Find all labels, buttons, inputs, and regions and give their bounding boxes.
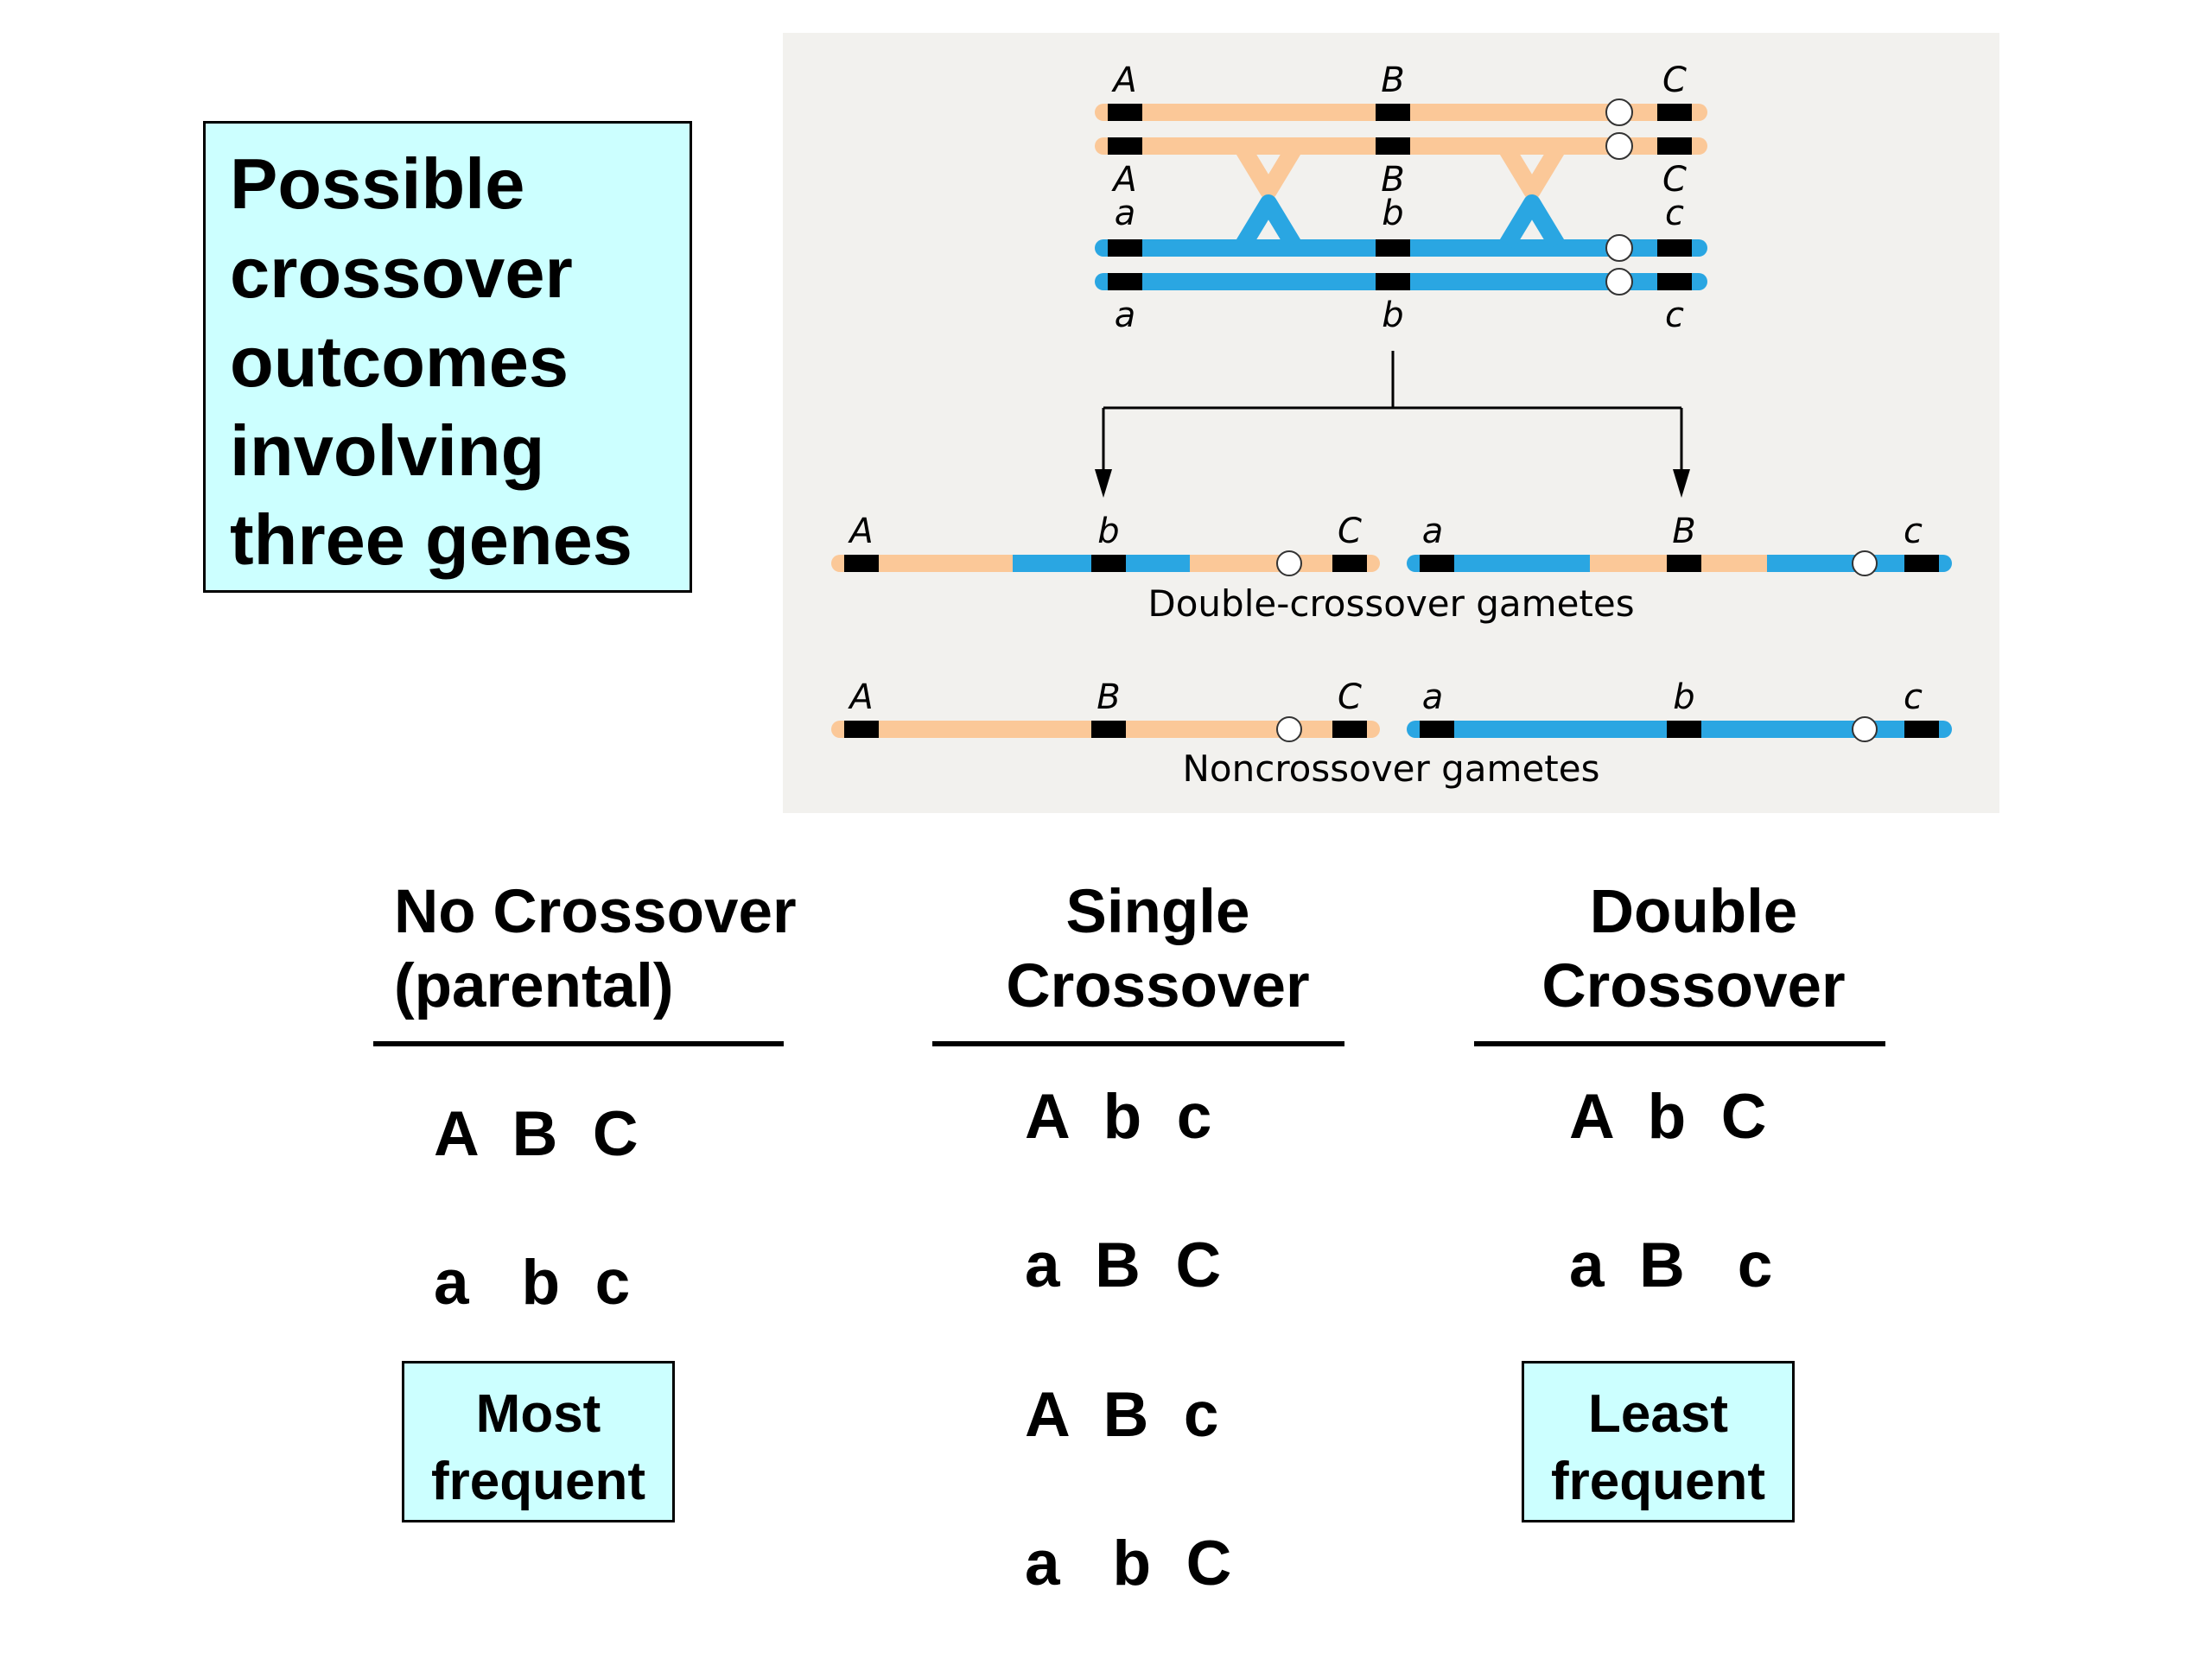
- most-frequent-box: Most frequent: [402, 1361, 675, 1522]
- genotype-row: a b C: [1025, 1529, 1232, 1599]
- gene-label: A: [847, 677, 873, 717]
- gene-label: A: [1110, 60, 1136, 100]
- gene-label: c: [1904, 512, 1923, 551]
- title-line: three genes: [230, 499, 632, 580]
- chiasma-1-orange: [1236, 144, 1301, 200]
- genotype-row: A b c: [1025, 1082, 1212, 1152]
- chiasma-2-blue: [1499, 194, 1565, 250]
- gene-label: B: [1672, 512, 1695, 551]
- arrow-head: [1095, 469, 1112, 498]
- gene-label: B: [1096, 677, 1120, 717]
- gene-label: a: [1422, 677, 1444, 717]
- gene-marker: [1091, 555, 1126, 572]
- genotype-row: a B C: [1025, 1230, 1222, 1300]
- title-line: outcomes: [230, 321, 569, 402]
- gene-marker: [1657, 239, 1692, 257]
- gene-marker: [1108, 273, 1142, 290]
- crossover-diagram: A B C A B C a b c a b c A b C a: [783, 33, 1999, 813]
- figure-background: [783, 33, 1999, 813]
- gene-label: b: [1382, 194, 1403, 233]
- gene-marker: [1667, 721, 1701, 738]
- divider-line: [373, 1041, 784, 1046]
- single-crossover-heading: Single Crossover: [1006, 878, 1310, 1020]
- gene-marker: [1376, 273, 1410, 290]
- centromere: [1605, 268, 1633, 296]
- divider-line: [932, 1041, 1344, 1046]
- centromere: [1852, 716, 1878, 742]
- noncrossover-caption: Noncrossover gametes: [1183, 747, 1600, 790]
- gene-label: a: [1422, 512, 1444, 551]
- gene-marker: [1376, 239, 1410, 257]
- gene-label: c: [1904, 677, 1923, 717]
- genotype-row: A B c: [1025, 1380, 1219, 1450]
- centromere: [1605, 234, 1633, 262]
- gene-label: C: [1338, 677, 1362, 717]
- chiasma-2-orange: [1499, 144, 1565, 200]
- gene-marker: [1904, 721, 1939, 738]
- gene-marker: [1108, 104, 1142, 121]
- gene-marker: [844, 555, 879, 572]
- title-box: Possible crossover outcomes involving th…: [203, 121, 692, 593]
- gene-marker: [1904, 555, 1939, 572]
- double-crossover-gametes: A b C a B c Double-crossover gametes: [831, 512, 1952, 625]
- title-line: involving: [230, 410, 545, 491]
- gene-marker: [1332, 721, 1367, 738]
- gene-label: a: [1115, 194, 1136, 233]
- gene-marker: [1108, 239, 1142, 257]
- double-crossover-heading: Double Crossover: [1541, 878, 1846, 1020]
- divider-line: [1474, 1041, 1885, 1046]
- centromere: [1605, 132, 1633, 160]
- gene-marker: [1376, 104, 1410, 121]
- title-line: crossover: [230, 232, 573, 313]
- gene-label: A: [847, 512, 873, 551]
- double-crossover-caption: Double-crossover gametes: [1147, 582, 1634, 625]
- gene-label: b: [1097, 512, 1119, 551]
- gene-marker: [1332, 555, 1367, 572]
- gene-marker: [1667, 555, 1701, 572]
- genotype-row: A B C: [434, 1099, 639, 1169]
- gene-marker: [1108, 137, 1142, 155]
- gene-label: A: [1110, 160, 1136, 200]
- genotype-row: a b c: [434, 1248, 631, 1318]
- gene-label: b: [1673, 677, 1694, 717]
- centromere: [1852, 550, 1878, 576]
- tetrad: A B C A B C a b c a b c: [1095, 60, 1707, 335]
- noncrossover-gametes: A B C a b c Noncrossover gametes: [831, 677, 1952, 790]
- arrow-connector: [1102, 351, 1683, 469]
- gene-marker: [1091, 721, 1126, 738]
- gene-marker: [1657, 137, 1692, 155]
- centromere: [1276, 716, 1302, 742]
- gene-label: B: [1381, 60, 1404, 100]
- gene-label: C: [1662, 60, 1687, 100]
- gene-label: c: [1665, 194, 1684, 233]
- gene-label: c: [1665, 296, 1684, 335]
- genotype-row: A b C: [1569, 1082, 1767, 1152]
- centromere: [1276, 550, 1302, 576]
- gene-marker: [1657, 273, 1692, 290]
- chiasma-1-blue: [1236, 194, 1301, 250]
- no-crossover-heading: No Crossover (parental): [394, 878, 797, 1020]
- gene-label: b: [1382, 296, 1403, 335]
- least-frequent-box: Least frequent: [1522, 1361, 1795, 1522]
- gene-label: C: [1662, 160, 1687, 200]
- gene-marker: [844, 721, 879, 738]
- gene-marker: [1420, 721, 1454, 738]
- gene-marker: [1376, 137, 1410, 155]
- arrow-head: [1673, 469, 1690, 498]
- gene-marker: [1420, 555, 1454, 572]
- gene-label: C: [1338, 512, 1362, 551]
- gene-label: B: [1381, 160, 1404, 200]
- centromere: [1605, 99, 1633, 126]
- genotype-row: a B c: [1569, 1230, 1773, 1300]
- title-line: Possible: [230, 143, 525, 224]
- gene-marker: [1657, 104, 1692, 121]
- gene-label: a: [1115, 296, 1136, 335]
